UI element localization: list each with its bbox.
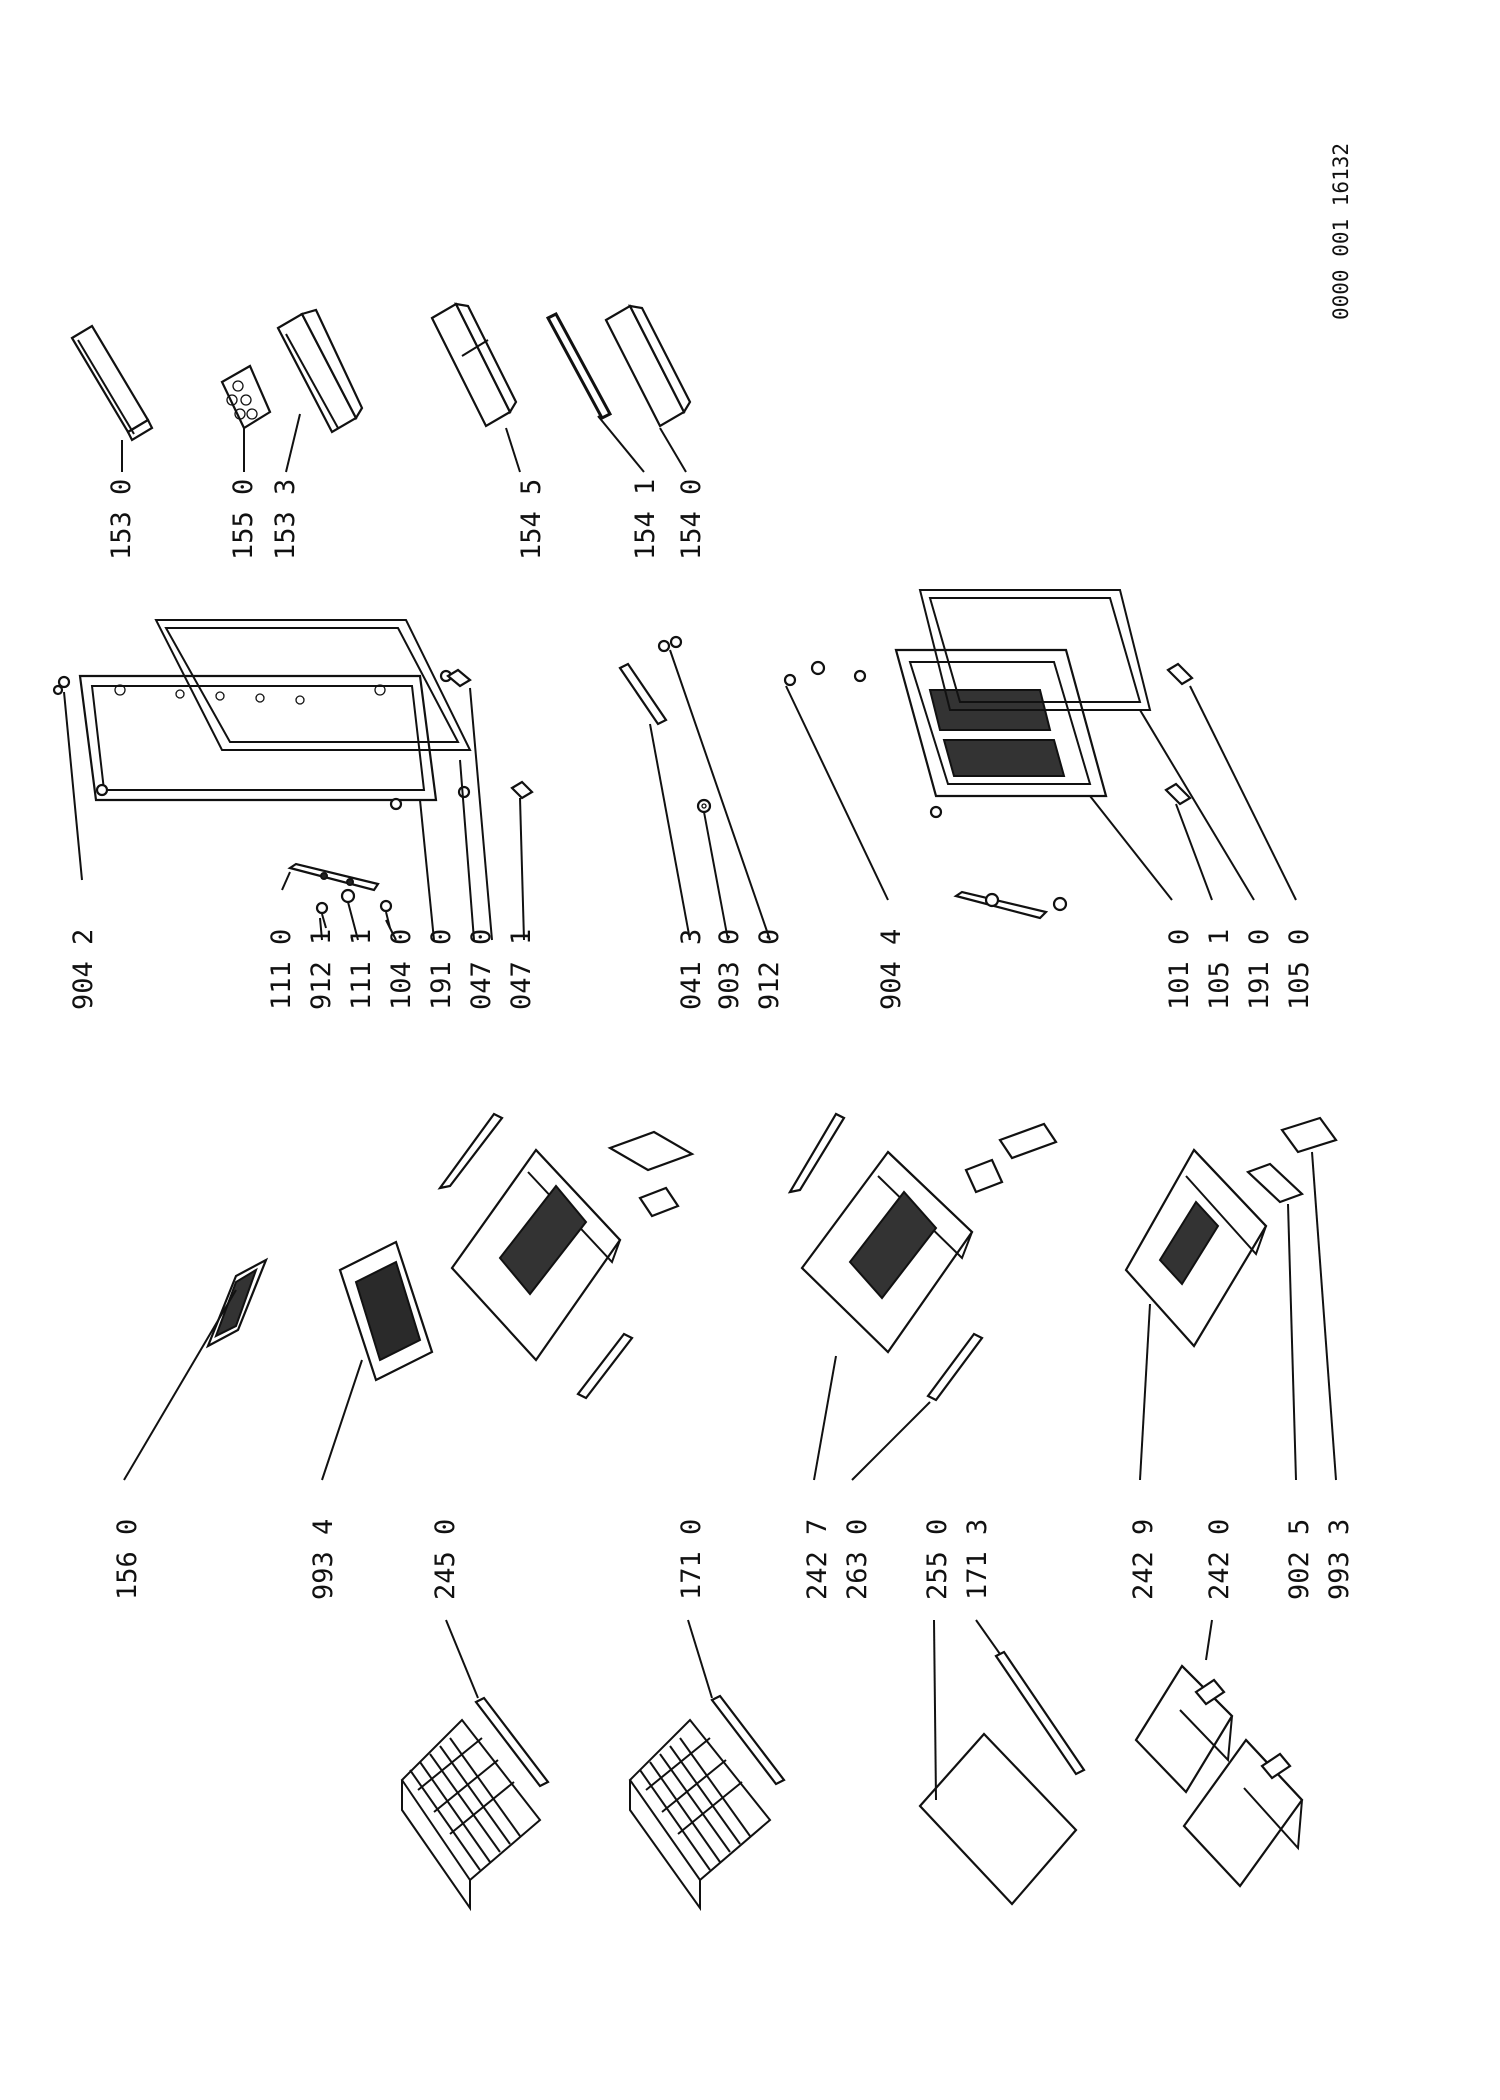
part-154-1-shelf-rail — [545, 312, 613, 420]
label-105-1: 105 1 — [1204, 929, 1235, 1010]
label-242-7: 242 7 — [802, 1519, 833, 1600]
part-242-9-drawer — [1124, 1148, 1268, 1348]
part-171-0-wire-shelf — [628, 1718, 772, 1912]
part-101-0-door-lower — [894, 648, 1108, 798]
label-154-0: 154 0 — [676, 479, 707, 560]
label-912-1: 912 1 — [306, 929, 337, 1010]
label-912-0: 912 0 — [754, 929, 785, 1010]
part-155-0-egg-tray — [220, 364, 272, 430]
part-111-1-washer — [340, 888, 356, 904]
label-154-1: 154 1 — [630, 479, 661, 560]
label-111-1: 111 1 — [346, 929, 377, 1010]
part-041-3-hinge-bracket — [618, 662, 668, 726]
part-105-0-bracket — [1166, 662, 1194, 686]
label-993-3: 993 3 — [1324, 1519, 1355, 1600]
part-245-0-shelf-strip — [474, 1696, 550, 1788]
label-101-0: 101 0 — [1164, 929, 1195, 1010]
part-rails-top — [437, 1112, 634, 1400]
part-912-1-screw — [315, 901, 329, 929]
part-191-0-door-gasket-lower — [918, 589, 1152, 711]
part-104-0-pin — [379, 899, 393, 929]
label-047-0: 047 0 — [466, 929, 497, 1010]
label-242-9: 242 9 — [1128, 1519, 1159, 1600]
part-047-0-bracket — [446, 668, 472, 688]
part-245-0-evaporator-drawer-top — [450, 1148, 622, 1362]
label-105-0: 105 0 — [1284, 929, 1315, 1010]
label-104-0: 104 0 — [386, 929, 417, 1010]
part-154-0-door-shelf — [604, 304, 692, 428]
part-993-3-cover — [1280, 1116, 1338, 1154]
label-191-0-upper: 191 0 — [426, 929, 457, 1010]
part-171-0-shelf-strip — [710, 1694, 786, 1786]
label-245-0: 245 0 — [430, 1519, 461, 1600]
label-154-5: 154 5 — [516, 479, 547, 560]
label-993-4: 993 4 — [308, 1519, 339, 1600]
part-912-0-screw — [657, 635, 683, 653]
label-263-0: 263 0 — [842, 1519, 873, 1600]
part-902-5-bracket — [1245, 1162, 1305, 1204]
label-242-0: 242 0 — [1204, 1519, 1235, 1600]
part-903-0-nut — [696, 798, 712, 814]
part-cover-plates-mid — [964, 1122, 1058, 1194]
label-153-3: 153 3 — [270, 479, 301, 560]
part-245-0-wire-shelf — [400, 1718, 542, 1912]
label-171-0: 171 0 — [676, 1519, 707, 1600]
part-screw-set-upper — [52, 669, 471, 811]
label-191-0-lower: 191 0 — [1244, 929, 1275, 1010]
part-153-0-door-shelf — [70, 324, 154, 442]
document-code: 0000 001 16132 — [1329, 143, 1353, 320]
part-171-3-shelf-strip — [994, 1650, 1086, 1776]
part-904-2-door-upper — [78, 674, 438, 802]
label-904-2: 904 2 — [68, 929, 99, 1010]
label-041-3: 041 3 — [676, 929, 707, 1010]
part-993-4-ice-box — [338, 1240, 434, 1382]
part-cover-plates-top — [607, 1130, 695, 1218]
label-155-0: 155 0 — [228, 479, 259, 560]
label-902-5: 902 5 — [1284, 1519, 1315, 1600]
part-242-0-crisper-drawer-1 — [1134, 1664, 1234, 1794]
part-153-3-door-shelf — [276, 308, 364, 434]
part-111-0-hinge — [287, 862, 380, 892]
label-904-4: 904 4 — [876, 929, 907, 1010]
part-263-0-rail — [787, 1112, 984, 1402]
label-903-0: 903 0 — [714, 929, 745, 1010]
label-156-0: 156 0 — [112, 1519, 143, 1600]
label-047-1: 047 1 — [506, 929, 537, 1010]
part-105-1-bracket — [1164, 782, 1192, 806]
label-171-3: 171 3 — [962, 1519, 993, 1600]
label-111-0: 111 0 — [266, 929, 297, 1010]
part-242-0-crisper-drawer-2 — [1182, 1738, 1304, 1888]
part-255-0-glass-shelf — [918, 1732, 1078, 1906]
part-154-5-door-shelf — [430, 302, 518, 428]
part-191-0-door-gasket-upper — [154, 619, 472, 751]
part-904-4-screw-set — [783, 660, 1068, 920]
label-255-0: 255 0 — [922, 1519, 953, 1600]
part-047-1-bracket — [510, 780, 534, 800]
label-153-0: 153 0 — [106, 479, 137, 560]
part-242-7-drawer — [800, 1150, 974, 1354]
part-156-0-ice-tray — [205, 1257, 269, 1349]
